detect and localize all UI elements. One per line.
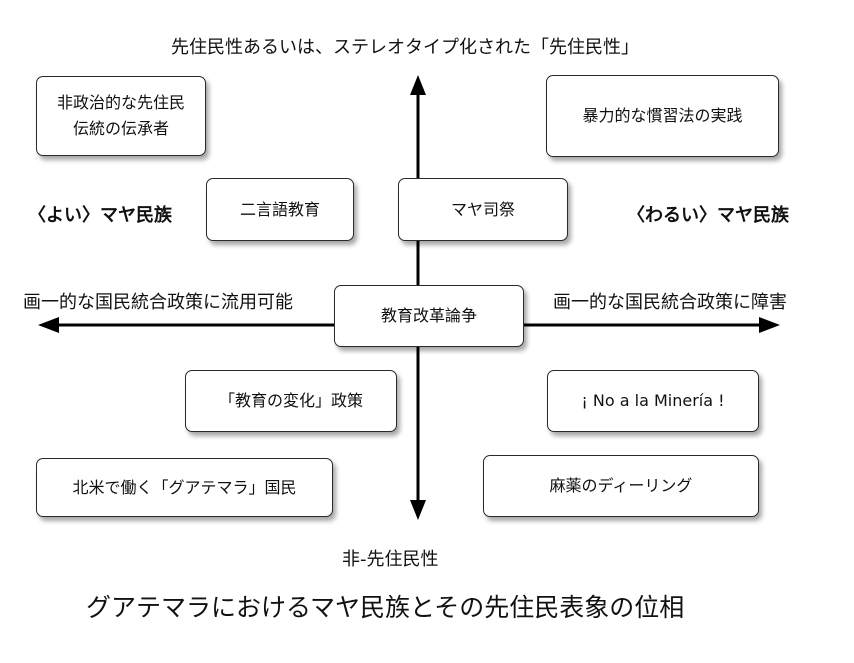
box-violent-customary-law-label: 暴力的な慣習法の実践: [582, 106, 743, 125]
box-no-mining-label: ¡ No a la Minería !: [581, 391, 725, 410]
box-no-mining: ¡ No a la Minería !: [547, 370, 759, 432]
quadrant-label-good-maya: 〈よい〉マヤ民族: [28, 205, 172, 226]
box-apolitical-indigenous: 非政治的な先住民 伝統の伝承者: [36, 76, 206, 156]
box-maya-priest-label: マヤ司祭: [450, 199, 515, 219]
arrow-up-icon: [410, 75, 426, 95]
box-bilingual-education-label: 二言語教育: [239, 199, 320, 219]
box-education-reform-debate: 教育改革論争: [334, 285, 524, 347]
quadrant-label-bad-maya: 〈わるい〉マヤ民族: [627, 205, 789, 226]
box-guatemalans-in-north-america: 北米で働く「グアテマラ」国民: [36, 458, 333, 517]
box-drug-dealing-label: 麻薬のディーリング: [549, 476, 693, 495]
axis-label-top: 先住民性あるいは、ステレオタイプ化された「先住民性」: [171, 37, 639, 58]
axis-label-right: 画一的な国民統合政策に障害: [553, 292, 787, 313]
box-education-reform-debate-label: 教育改革論争: [380, 306, 477, 325]
box-violent-customary-law: 暴力的な慣習法の実践: [546, 75, 779, 157]
axis-label-bottom: 非-先住民性: [342, 549, 439, 570]
axis-label-left: 画一的な国民統合政策に流用可能: [23, 292, 293, 313]
diagram-title: グアテマラにおけるマヤ民族とその先住民表象の位相: [86, 593, 685, 622]
box-education-change-policy: 「教育の変化」政策: [185, 370, 397, 432]
box-maya-priest: マヤ司祭: [398, 178, 568, 241]
arrow-right-icon: [759, 317, 780, 333]
arrow-left-icon: [38, 317, 59, 333]
box-guatemalans-in-north-america-label: 北米で働く「グアテマラ」国民: [72, 477, 297, 497]
box-apolitical-indigenous-line1: 非政治的な先住民: [56, 93, 185, 112]
arrow-down-icon: [410, 500, 426, 520]
box-education-change-policy-label: 「教育の変化」政策: [218, 391, 363, 410]
box-apolitical-indigenous-line2: 伝統の伝承者: [72, 119, 169, 138]
box-drug-dealing: 麻薬のディーリング: [483, 455, 759, 517]
box-bilingual-education: 二言語教育: [206, 178, 354, 241]
